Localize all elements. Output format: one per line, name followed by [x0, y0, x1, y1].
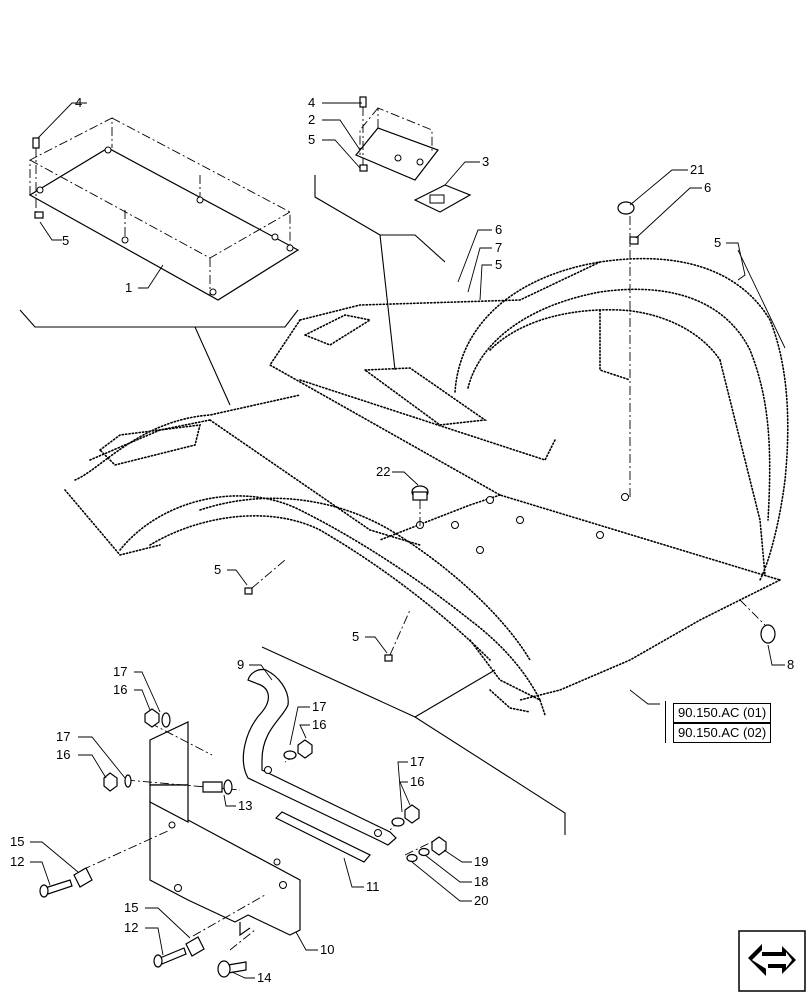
- callout-3: 3: [482, 154, 489, 169]
- cover-plate-part: [28, 117, 300, 301]
- callout-15: 15: [124, 900, 138, 915]
- callout-11: 11: [366, 879, 380, 894]
- callout-15: 15: [10, 834, 24, 849]
- callout-4: 4: [308, 95, 315, 110]
- reference-link-02[interactable]: 90.150.AC (02): [673, 723, 772, 743]
- callout-1: 1: [125, 280, 132, 295]
- callout-5: 5: [495, 257, 502, 272]
- plug-and-clip: [617, 201, 639, 500]
- small-bracket-part: [355, 96, 472, 213]
- callout-17: 17: [312, 699, 326, 714]
- callout-5: 5: [308, 132, 315, 147]
- callout-17: 17: [113, 664, 127, 679]
- callout-12: 12: [124, 920, 138, 935]
- callout-5: 5: [714, 235, 721, 250]
- view-leaders: [19, 175, 566, 835]
- callout-5: 5: [352, 629, 359, 644]
- callout-5: 5: [214, 562, 221, 577]
- callout-16: 16: [312, 717, 326, 732]
- callout-4: 4: [75, 95, 82, 110]
- callout-7: 7: [495, 240, 502, 255]
- callout-17: 17: [410, 754, 424, 769]
- callout-16: 16: [410, 774, 424, 789]
- bracket-assembly: [39, 668, 447, 978]
- callout-20: 20: [474, 893, 488, 908]
- callout-21: 21: [690, 162, 704, 177]
- callout-9: 9: [237, 657, 244, 672]
- callout-5: 5: [62, 233, 69, 248]
- next-page-arrow-icon[interactable]: [738, 930, 806, 992]
- callout-10: 10: [320, 942, 334, 957]
- callout-22: 22: [376, 464, 390, 479]
- reference-bracket: [665, 701, 672, 743]
- floor-fender-assembly: [64, 257, 789, 716]
- reference-link-01[interactable]: 90.150.AC (01): [673, 703, 772, 723]
- callout-numbers: 4 5 1 4 2 5 3 21 6 5 6 7 5 22 5 5 8 9 17…: [10, 95, 794, 985]
- callout-17: 17: [56, 729, 70, 744]
- callout-leaders: [30, 102, 786, 979]
- callout-6: 6: [495, 222, 502, 237]
- callout-2: 2: [308, 112, 315, 127]
- callout-19: 19: [474, 854, 488, 869]
- callout-18: 18: [474, 874, 488, 889]
- callout-13: 13: [238, 798, 252, 813]
- callout-12: 12: [10, 854, 24, 869]
- callout-14: 14: [257, 970, 271, 985]
- callout-16: 16: [56, 747, 70, 762]
- callout-16: 16: [113, 682, 127, 697]
- callout-8: 8: [787, 657, 794, 672]
- callout-6: 6: [704, 180, 711, 195]
